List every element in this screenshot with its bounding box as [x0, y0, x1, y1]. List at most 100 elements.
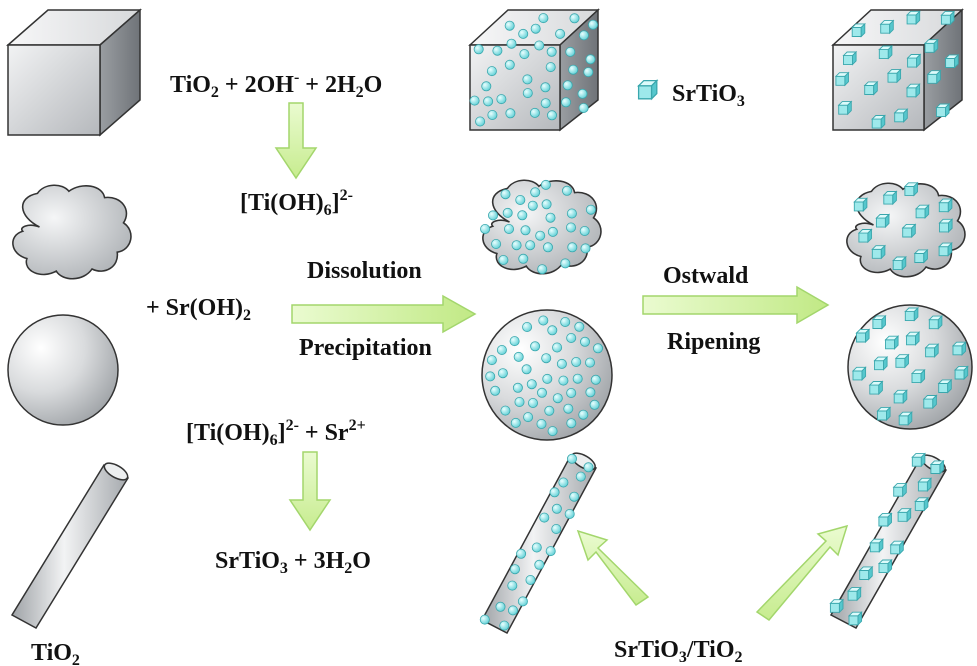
srtio3-cube-particle-icon: [940, 11, 955, 25]
srtio3-particle-dot-icon: [545, 546, 556, 557]
srtio3-particle-dot-icon: [561, 97, 572, 108]
srtio3-particle-dot-icon: [568, 64, 579, 75]
srtio3-particle-dot-icon: [534, 559, 545, 570]
srtio3-particle-dot-icon: [534, 40, 545, 51]
srtio3-cube-particle-icon: [887, 69, 902, 83]
srtio3-particle-dot-icon: [529, 107, 540, 118]
srtio3-cube-particle-icon: [928, 315, 943, 330]
dot-group: [479, 453, 594, 631]
srtio3-particle-dot-icon: [519, 49, 530, 60]
srtio3-particle-dot-icon: [509, 336, 520, 347]
srtio3-cube-particle-icon: [939, 218, 953, 233]
srtio3-cube-particle-icon: [906, 10, 921, 25]
srtio3-particle-dot-icon: [530, 341, 541, 352]
srtio3-particle-dot-icon: [514, 396, 525, 407]
srtio3-particle-dot-icon: [547, 110, 558, 121]
srtio3-cube-particle-icon: [906, 331, 920, 346]
srtio3-cube-particle-icon: [915, 204, 930, 219]
srtio3-particle-dot-icon: [585, 204, 596, 215]
srtio3-cube-particle-icon: [911, 369, 926, 384]
srtio3-particle-dot-icon: [526, 379, 537, 390]
srtio3-particle-dot-icon: [558, 477, 569, 488]
srtio3-particle-dot-icon: [558, 375, 569, 386]
srtio3-cube-particle-icon: [897, 508, 912, 522]
srtio3-cube-particle-icon: [871, 245, 886, 259]
srtio3-particle-dot-icon: [511, 240, 522, 251]
srtio3-particle-dot-icon: [523, 412, 534, 423]
srtio3-cube-particle-icon: [880, 20, 894, 34]
srtio3-particle-dot-icon: [593, 343, 604, 354]
srtio3-particle-dot-icon: [590, 374, 601, 385]
srtio3-cube-particle-icon: [875, 214, 890, 228]
srtio3-cube-particle-icon: [945, 54, 959, 68]
srtio3-cube-particle-icon: [852, 366, 867, 381]
equation-strontium-hydroxide: + Sr(OH)2: [146, 295, 251, 324]
srtio3-cube-particle-icon: [843, 51, 857, 66]
srtio3-cube-particle-icon: [856, 328, 870, 343]
srtio3-particle-dot-icon: [487, 210, 498, 221]
srtio3-particle-dot-icon: [498, 254, 509, 265]
srtio3-particle-dot-icon: [525, 240, 536, 251]
srtio3-cube-particle-icon: [930, 460, 944, 474]
srtio3-particle-dot-icon: [543, 242, 554, 253]
srtio3-particle-dot-icon: [504, 59, 515, 70]
srtio3-particle-dot-icon: [538, 13, 549, 24]
srtio3-cube-particle-icon: [829, 599, 844, 613]
srtio3-particle-dot-icon: [475, 116, 486, 127]
srtio3-particle-dot-icon: [491, 238, 502, 249]
srtio3-cube-particle-icon: [904, 182, 918, 196]
srtio3-particle-dot-icon: [518, 253, 529, 264]
srtio3-particle-dot-icon: [522, 74, 533, 85]
srtio3-particle-dot-icon: [517, 596, 528, 607]
srtio3-particle-dot-icon: [516, 548, 527, 559]
srtio3-particle-dot-icon: [481, 81, 492, 92]
legend-label: SrTiO3: [672, 81, 745, 110]
srtio3-particle-dot-icon: [583, 462, 594, 473]
srtio3-particle-dot-icon: [522, 321, 533, 332]
srtio3-cube-particle-icon: [853, 197, 868, 212]
srtio3-particle-dot-icon: [566, 418, 577, 429]
srtio3-cube-particle-icon: [885, 335, 899, 350]
arrow-down-2-icon: [288, 451, 332, 532]
srtio3-cube-particle-icon: [927, 70, 941, 84]
srtio3-particle-dot-icon: [515, 194, 526, 205]
srtio3-cube-particle-icon: [938, 242, 953, 257]
srtio3-particle-dot-icon: [563, 403, 574, 414]
srtio3-cube-particle-icon: [917, 477, 932, 492]
srtio3-cube-particle-icon: [907, 54, 921, 68]
srtio3-cube-particle-icon: [954, 365, 969, 380]
srtio3-particle-dot-icon: [560, 258, 571, 269]
srtio3-particle-dot-icon: [551, 503, 562, 514]
srtio3-particle-dot-icon: [530, 187, 541, 198]
srtio3-particle-dot-icon: [517, 210, 528, 221]
srtio3-particle-dot-icon: [513, 351, 524, 362]
srtio3-cube-particle-icon: [925, 343, 939, 358]
srtio3-particle-dot-icon: [562, 185, 573, 196]
srtio3-particle-dot-icon: [506, 38, 517, 49]
srtio3-cube-particle-icon: [938, 198, 953, 213]
srtio3-particle-dot-icon: [522, 88, 533, 99]
srtio3-particle-dot-icon: [546, 46, 557, 57]
srtio3-cube-particle-icon: [869, 538, 884, 553]
srtio3-particle-dot-icon: [495, 601, 506, 612]
dot-group: [485, 315, 604, 437]
srtio3-particle-dot-icon: [585, 54, 596, 65]
srtio3-cube-particle-icon: [878, 512, 892, 527]
srtio3-cube-particle-icon: [859, 566, 873, 580]
srtio3-particle-dot-icon: [537, 264, 548, 275]
srtio3-particle-dot-icon: [552, 342, 563, 353]
srtio3-particle-dot-icon: [496, 94, 507, 105]
sphere-with-cubes-icon: [847, 304, 973, 430]
srtio3-particle-dot-icon: [486, 66, 497, 77]
srtio3-particle-dot-icon: [575, 471, 586, 482]
srtio3-cube-particle-icon: [847, 587, 862, 601]
srtio3-particle-dot-icon: [562, 80, 573, 91]
srtio3-particle-dot-icon: [566, 208, 577, 219]
equation-precipitation-2: SrTiO3 + 3H2O: [215, 548, 371, 577]
equation-dissolution-1: TiO2 + 2OH- + 2H2O: [170, 69, 382, 101]
label-tio2: TiO2: [31, 640, 80, 666]
srtio3-cube-particle-icon: [883, 191, 897, 205]
srtio3-particle-dot-icon: [585, 357, 596, 368]
srtio3-particle-dot-icon: [578, 409, 589, 420]
dot-group: [480, 179, 596, 275]
